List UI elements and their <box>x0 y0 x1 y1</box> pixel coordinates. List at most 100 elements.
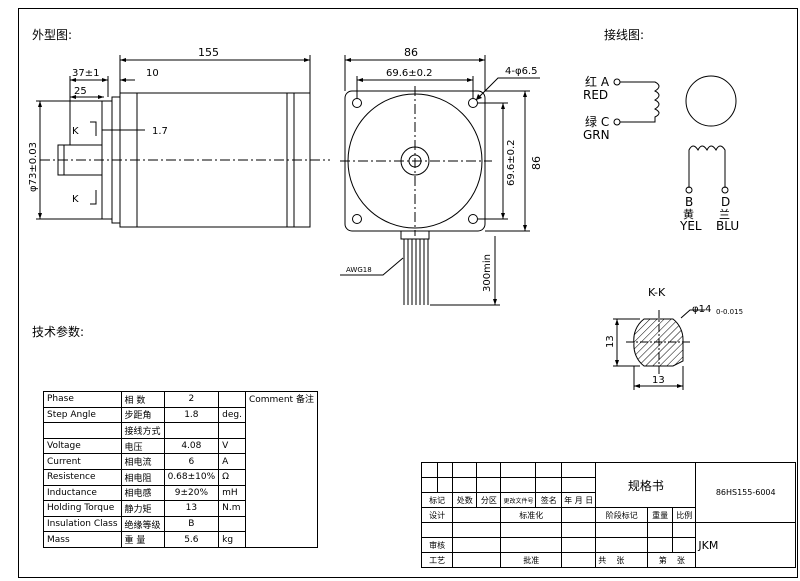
tb-label-zone: 分区 <box>476 492 502 508</box>
tb-cell <box>672 537 697 553</box>
dim-10: 10 <box>146 68 159 79</box>
tb-stage: 阶段标记 <box>595 507 649 523</box>
k-mark-top: K <box>72 126 79 137</box>
tb-cell <box>452 477 478 493</box>
tb-cell <box>595 537 649 553</box>
spec-param-en: Phase <box>43 391 122 408</box>
section-dia-main: φ14 <box>692 304 711 315</box>
wire-a-cn: 红 A <box>585 74 610 89</box>
dim-1-7: 1.7 <box>152 126 168 137</box>
tb-cell <box>452 522 502 538</box>
front-view <box>340 55 540 306</box>
wire-d-en: BLU <box>716 219 739 233</box>
mount-hole-bl <box>352 214 362 224</box>
spec-param-cn: 相电阻 <box>120 468 165 486</box>
spec-unit: A <box>218 453 246 470</box>
k-mark-bottom: K <box>72 194 79 205</box>
spec-param-en: Voltage <box>43 437 122 455</box>
spec-value: 6 <box>163 453 220 470</box>
tb-cell <box>452 462 478 478</box>
tb-approve: 批准 <box>500 552 563 568</box>
spec-param-en: Inductance <box>43 484 122 502</box>
tb-process: 工艺 <box>420 552 454 568</box>
tb-cell <box>420 522 454 538</box>
tb-cell <box>421 477 438 493</box>
tb-cell <box>476 462 502 478</box>
spec-param-en <box>43 422 122 439</box>
tb-weight: 重量 <box>647 507 674 523</box>
tb-cell <box>436 462 454 478</box>
wire-b-letter: B <box>685 195 693 209</box>
side-view <box>36 55 330 228</box>
section-kk-title: K-K <box>648 286 666 299</box>
tb-cell <box>647 537 674 553</box>
wire-d-cn: 兰 <box>719 208 730 221</box>
spec-value: 5.6 <box>163 531 220 548</box>
spec-param-en: Mass <box>43 531 122 548</box>
wire-a-en: RED <box>583 88 608 102</box>
tb-label-mark: 标记 <box>420 492 454 508</box>
spec-unit: kg <box>218 531 246 548</box>
section-kk-arrows <box>615 319 683 388</box>
tb-cell <box>452 507 502 523</box>
spec-param-cn: 电压 <box>120 437 165 455</box>
tb-label-count: 处数 <box>452 492 478 508</box>
tb-cell <box>500 462 537 478</box>
tb-total: 共 张 <box>595 552 649 568</box>
section-dim-13-v: 13 <box>605 335 616 348</box>
tb-cell <box>672 522 697 538</box>
spec-unit: N.m <box>218 500 246 517</box>
tb-cell <box>500 522 563 538</box>
tb-label-sign: 签名 <box>535 492 563 508</box>
tb-total-label: 共 <box>598 555 607 565</box>
tb-cell <box>436 477 454 493</box>
spec-param-cn: 静力矩 <box>120 500 165 517</box>
wire-length: 300min <box>482 254 493 292</box>
spec-value: B <box>163 515 220 533</box>
dim-dia-73: φ73±0.03 <box>28 142 39 192</box>
tb-cell <box>647 522 674 538</box>
spec-value <box>163 422 220 439</box>
tb-page-label: 第 <box>658 555 667 565</box>
tb-cell <box>535 462 563 478</box>
rotor-symbol <box>685 75 737 127</box>
spec-unit: V <box>218 437 246 455</box>
tb-cell <box>561 522 597 538</box>
spec-param-en: Step Angle <box>43 406 122 424</box>
spec-param-cn: 步距角 <box>120 406 165 424</box>
mount-hole-tl <box>352 98 362 108</box>
tb-cell <box>595 522 649 538</box>
wiring-diagram <box>613 75 737 194</box>
spec-param-en: Insulation Class <box>43 515 122 533</box>
spec-unit: deg. <box>218 406 246 424</box>
side-view-arrows <box>38 58 310 219</box>
tb-company: JKM <box>695 522 796 568</box>
awg-label: AWG18 <box>346 266 372 274</box>
title-block: 规格书 86HS155-6004 标记 处数 分区 更改文件号 签名 年 月 日… <box>420 462 796 568</box>
dim-69-6-side: 69.6±0.2 <box>506 139 517 186</box>
mount-hole-br <box>468 214 478 224</box>
tb-cell <box>561 537 597 553</box>
spec-param-cn: 相电感 <box>120 484 165 502</box>
spec-value: 0.68±10% <box>163 468 220 486</box>
dim-86-side: 86 <box>530 156 543 170</box>
spec-value: 13 <box>163 500 220 517</box>
spec-value: 1.8 <box>163 406 220 424</box>
tb-sheets-label: 张 <box>616 555 625 565</box>
wire-b-cn: 黄 <box>683 207 694 221</box>
spec-param-cn: 重 量 <box>120 531 165 548</box>
spec-value: 4.08 <box>163 437 220 455</box>
dim-86-top: 86 <box>404 46 418 59</box>
front-view-arrows <box>345 58 527 305</box>
tb-cell <box>561 462 597 478</box>
spec-value: 9±20% <box>163 484 220 502</box>
spec-param-en: Resistence <box>43 468 122 486</box>
spec-param-cn: 绝缘等级 <box>120 515 165 533</box>
